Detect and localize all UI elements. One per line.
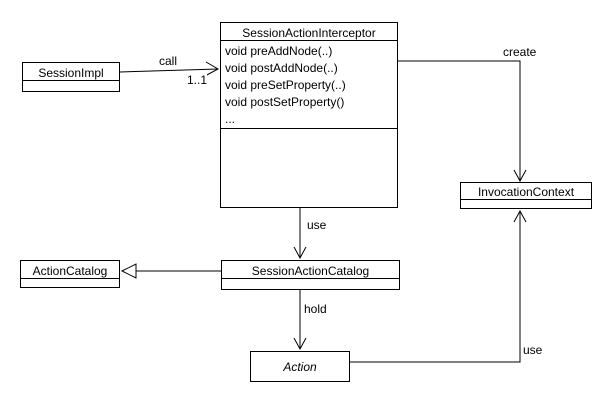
method-postsetproperty: void postSetProperty() [225,95,345,109]
class-sessionimpl: SessionImpl [22,62,120,92]
class-sessionimpl-name: SessionImpl [38,66,104,80]
class-actioncatalog-attributes-compartment [21,278,119,287]
connector-create-arrow [398,60,527,183]
class-sessionactioninterceptor-methods-compartment: void preAddNode(..) void postAddNode(..)… [221,40,397,128]
label-use-context: use [523,343,543,357]
class-action: Action [250,351,350,382]
label-hold: hold [304,302,327,316]
class-invocationcontext-name: InvocationContext [477,185,575,199]
label-create: create [503,45,537,59]
class-invocationcontext-attributes-compartment [461,199,591,208]
class-sessionactioncatalog-attributes-compartment [222,278,399,289]
class-sessionactioninterceptor: SessionActionInterceptor void preAddNode… [220,22,398,208]
method-presetproperty: void preSetProperty(..) [225,78,346,92]
method-ellipsis: ... [225,112,236,126]
label-use-catalog: use [307,218,327,232]
connector-hold-arrow [293,290,307,351]
class-action-name: Action [283,359,317,374]
label-call: call [159,54,178,68]
class-sessionimpl-attributes-compartment [23,80,119,91]
label-call-multiplicity: 1..1 [187,73,208,87]
class-invocationcontext: InvocationContext [460,182,592,209]
class-actioncatalog-name: ActionCatalog [32,264,108,278]
method-preaddnode: void preAddNode(..) [225,44,333,58]
class-sessionactioncatalog: SessionActionCatalog [221,260,400,290]
connector-call-arrow [119,61,220,77]
class-sessionactioninterceptor-name: SessionActionInterceptor [242,26,376,40]
method-postaddnode: void postAddNode(..) [225,61,338,75]
class-actioncatalog: ActionCatalog [20,260,120,288]
connector-use-context-arrow [350,209,527,363]
class-sessionactioninterceptor-extra-compartment [221,128,397,207]
class-sessionactioncatalog-name: SessionActionCatalog [251,264,370,278]
connector-generalization-arrow [120,263,221,279]
connector-use-catalog-arrow [293,208,307,260]
